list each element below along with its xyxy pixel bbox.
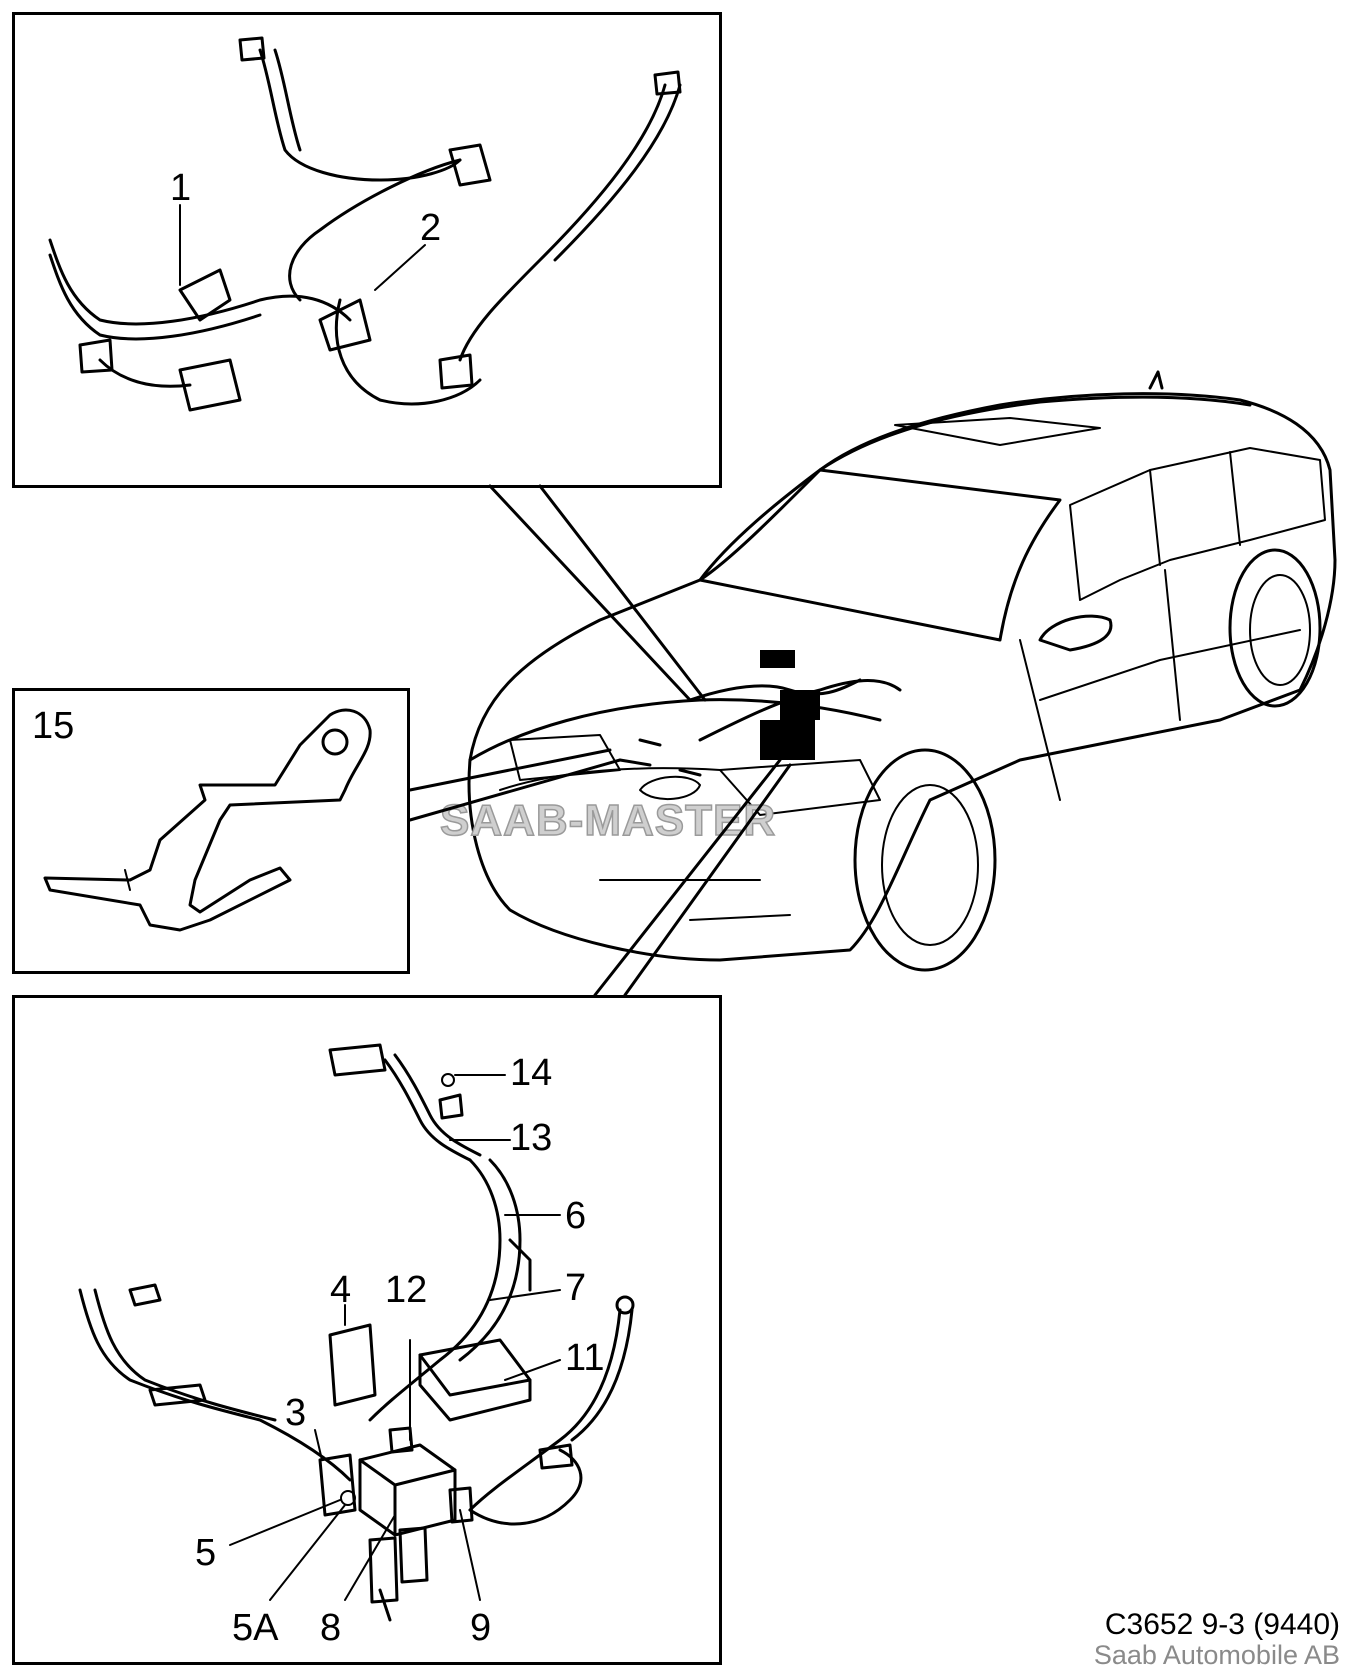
callout-7: 7 — [565, 1267, 586, 1309]
callout-4: 4 — [330, 1269, 351, 1311]
callout-9: 9 — [470, 1607, 491, 1649]
copyright-text: Saab Automobile AB — [1093, 1640, 1340, 1670]
callout-5: 5 — [195, 1532, 216, 1574]
callout-8: 8 — [320, 1607, 341, 1649]
bracket-drawing — [43, 708, 372, 932]
callout-12: 12 — [385, 1269, 427, 1311]
callout-5a: 5A — [232, 1607, 279, 1649]
callout-15: 15 — [32, 705, 74, 747]
callout-11: 11 — [565, 1337, 604, 1379]
detail-panel-lower-harness — [12, 995, 722, 1665]
car-illustration: SAAB-MASTER — [439, 370, 1337, 972]
callout-3: 3 — [285, 1392, 306, 1434]
upper-harness-drawing — [48, 36, 682, 412]
callout-13: 13 — [510, 1117, 552, 1159]
panel-leader-lines — [408, 484, 792, 997]
callout-14: 14 — [510, 1052, 552, 1094]
watermark: SAAB-MASTER — [440, 796, 776, 845]
callout-6: 6 — [565, 1195, 586, 1237]
detail-panel-upper-harness — [12, 12, 722, 488]
lower-harness-drawing — [78, 1043, 635, 1622]
diagram-code: C3652 9-3 (9440) — [1104, 1608, 1340, 1641]
callout-1: 1 — [170, 167, 191, 209]
callout-2: 2 — [420, 207, 441, 249]
